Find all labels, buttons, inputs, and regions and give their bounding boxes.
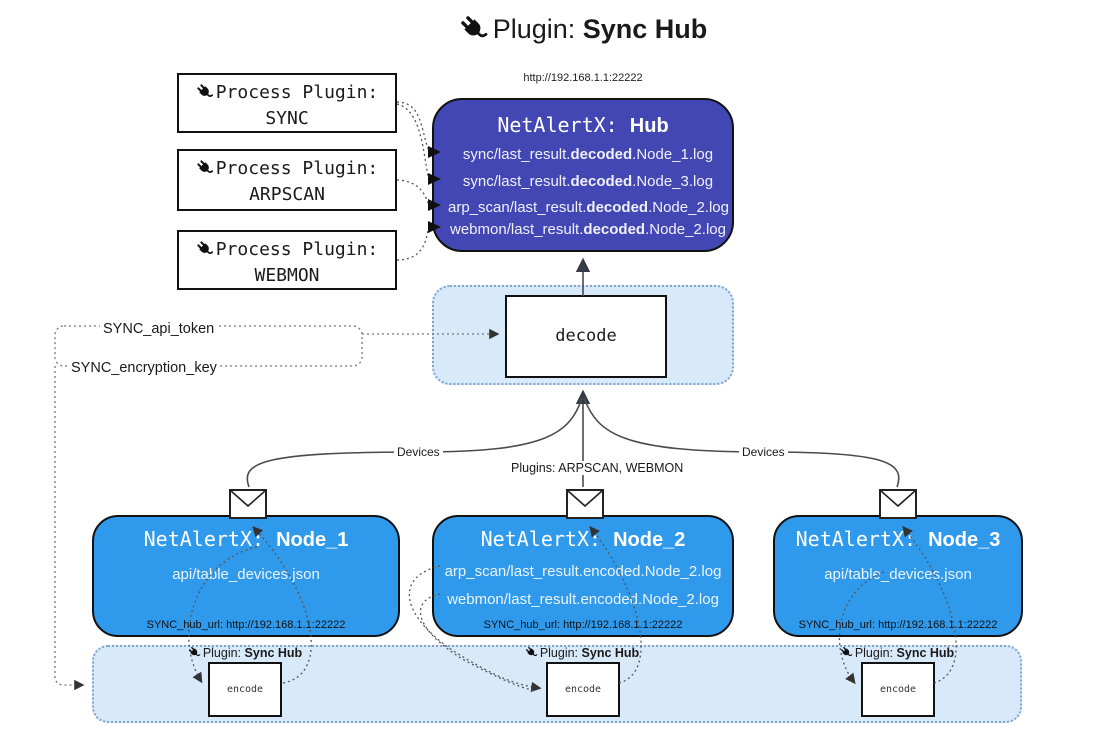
- encode-box: encode: [546, 662, 620, 717]
- node-title-label: NetAlertX:: [795, 527, 917, 551]
- node-title-name: Node_2: [613, 529, 686, 551]
- node-title-label: NetAlertX:: [480, 527, 602, 551]
- hub-title-label: NetAlertX:: [497, 113, 618, 137]
- node-hub-url: SYNC_hub_url: http://192.168.1.1:22222: [146, 619, 346, 631]
- edge-label-devices-left: Devices: [394, 445, 443, 459]
- node-file: api/table_devices.json: [824, 566, 972, 583]
- encoder-plugin-name: Sync Hub: [581, 646, 640, 660]
- hub-log-line: sync/last_result.decoded.Node_3.log: [462, 173, 714, 190]
- encode-box: encode: [208, 662, 282, 717]
- page-title-name: Sync Hub: [582, 14, 708, 44]
- envelope-icon: [229, 489, 267, 519]
- hub-box: NetAlertX: Hub sync/last_result.decoded.…: [432, 98, 734, 252]
- hub-log-line: webmon/last_result.decoded.Node_2.log: [450, 221, 726, 238]
- hub-title-name: Hub: [629, 115, 669, 137]
- node-hub-url: SYNC_hub_url: http://192.168.1.1:22222: [483, 619, 683, 631]
- encoder-plugin-name: Sync Hub: [244, 646, 303, 660]
- encode-box: encode: [861, 662, 935, 717]
- node-file: arp_scan/last_result.encoded.Node_2.log: [444, 563, 722, 580]
- process-plugin-name: SYNC: [265, 108, 309, 129]
- hub-log-line: sync/last_result.decoded.Node_1.log: [462, 146, 714, 163]
- plug-icon: [196, 240, 214, 258]
- node-title-label: NetAlertX:: [143, 527, 265, 551]
- envelope-icon: [879, 489, 917, 519]
- process-plugin-box-sync: Process Plugin: SYNC: [177, 73, 397, 133]
- node-box-node-2: NetAlertX: Node_2 arp_scan/last_result.e…: [432, 515, 734, 637]
- process-plugin-label: Process Plugin:: [215, 239, 379, 260]
- process-plugin-label: Process Plugin:: [215, 82, 379, 103]
- plug-icon: [196, 159, 214, 177]
- encoder-plugin-name: Sync Hub: [896, 646, 955, 660]
- encoder-plugin-label-text: Plugin:: [202, 646, 242, 660]
- plug-icon: [188, 646, 201, 659]
- edge-label-devices-right: Devices: [739, 445, 788, 459]
- hub-title: NetAlertX: Hub: [434, 113, 732, 138]
- hub-log-line: arp_scan/last_result.decoded.Node_2.log: [448, 199, 729, 216]
- node-file: webmon/last_result.encoded.Node_2.log: [447, 591, 719, 608]
- page-title-label: Plugin:: [492, 14, 576, 44]
- node-title: NetAlertX: Node_2: [434, 527, 732, 552]
- node-title: NetAlertX: Node_1: [94, 527, 398, 552]
- hub-url: http://192.168.1.1:22222: [523, 72, 643, 84]
- setting-api-token: SYNC_api_token: [100, 321, 218, 337]
- encoder-plugin-label: Plugin: Sync Hub: [157, 645, 333, 662]
- encoder-plugin-label: Plugin: Sync Hub: [809, 645, 985, 662]
- node-box-node-1: NetAlertX: Node_1 api/table_devices.json…: [92, 515, 400, 637]
- node-hub-url: SYNC_hub_url: http://192.168.1.1:22222: [798, 619, 998, 631]
- node-file: api/table_devices.json: [172, 566, 320, 583]
- edge-label-plugins: Plugins: ARPSCAN, WEBMON: [508, 461, 687, 475]
- page-title: Plugin: Sync Hub: [363, 14, 803, 45]
- process-plugin-label: Process Plugin:: [215, 158, 379, 179]
- decode-box: decode: [505, 295, 667, 378]
- node-title-name: Node_1: [276, 529, 349, 551]
- encoder-plugin-label: Plugin: Sync Hub: [494, 645, 670, 662]
- node-box-node-3: NetAlertX: Node_3 api/table_devices.json…: [773, 515, 1023, 637]
- plug-icon: [840, 646, 853, 659]
- node-title-name: Node_3: [928, 529, 1001, 551]
- encoder-plugin-label-text: Plugin:: [539, 646, 579, 660]
- node-title: NetAlertX: Node_3: [775, 527, 1021, 552]
- encoder-plugin-label-text: Plugin:: [854, 646, 894, 660]
- plug-icon: [459, 14, 489, 44]
- process-plugin-box-webmon: Process Plugin: WEBMON: [177, 230, 397, 290]
- plug-icon: [525, 646, 538, 659]
- plug-icon: [196, 83, 214, 101]
- process-plugin-name: ARPSCAN: [249, 184, 325, 205]
- setting-encryption-key: SYNC_encryption_key: [68, 360, 220, 376]
- envelope-icon: [566, 489, 604, 519]
- process-plugin-box-arpscan: Process Plugin: ARPSCAN: [177, 149, 397, 211]
- process-plugin-name: WEBMON: [254, 265, 320, 286]
